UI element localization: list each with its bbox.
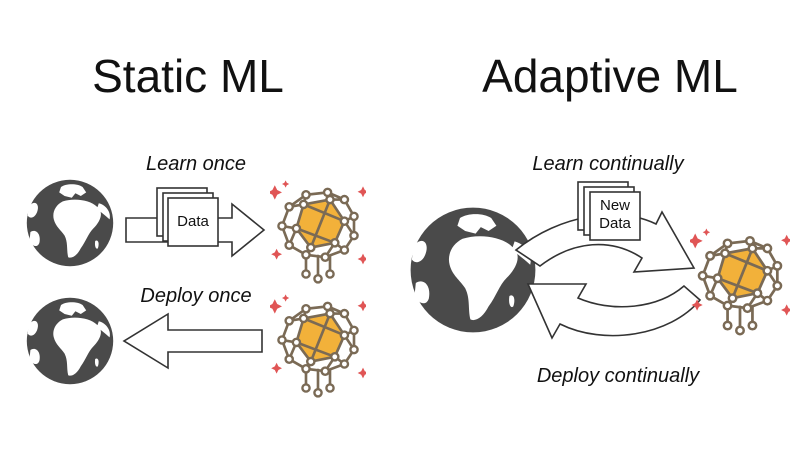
neural-network-icon [690, 227, 790, 336]
static-deploy-label: Deploy once [140, 285, 251, 307]
arrow-left-icon [122, 312, 263, 370]
adaptive-ml-title: Adaptive ML [482, 50, 738, 102]
static-doc-label: Data [177, 213, 209, 230]
neural-network-icon [270, 179, 366, 284]
adaptive-doc-line2: Data [599, 215, 631, 232]
adaptive-learn-label: Learn continually [532, 153, 684, 175]
neural-network-icon [270, 293, 366, 398]
adaptive-doc-line1: New [600, 197, 630, 214]
static-learn-label: Learn once [146, 153, 246, 175]
adaptive-deploy-label: Deploy continually [537, 365, 700, 387]
globe-icon [26, 179, 114, 267]
static-ml-title: Static ML [92, 50, 284, 102]
globe-icon [26, 297, 114, 385]
document-stack-icon [577, 181, 641, 241]
document-stack-icon [156, 187, 219, 247]
cycle-arrows-icon [514, 210, 702, 340]
globe-icon [410, 207, 536, 333]
